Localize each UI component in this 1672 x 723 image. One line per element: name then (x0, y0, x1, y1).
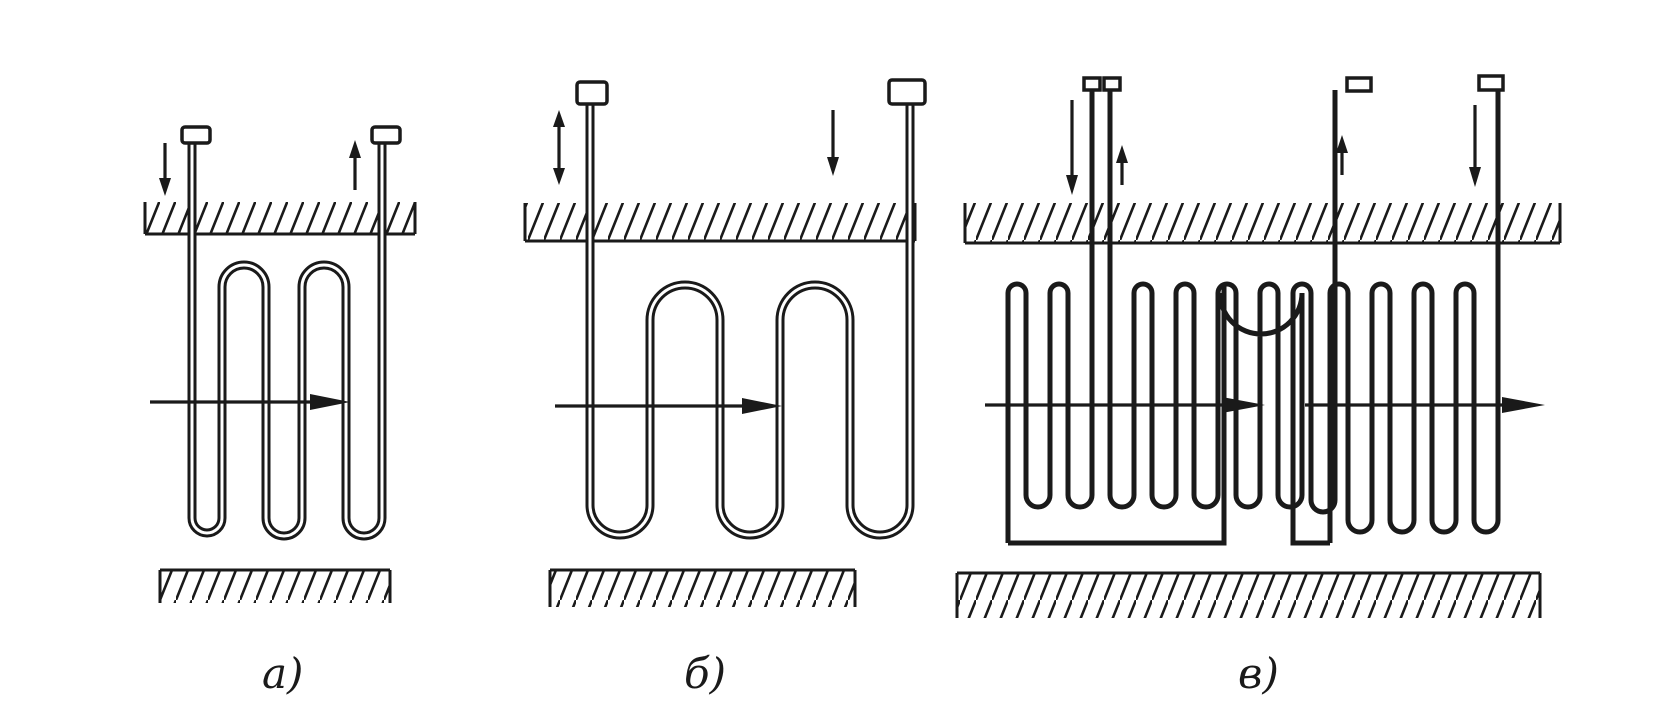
panel-a-coil-tube (187, 135, 387, 541)
panel-a-inlet-arrow (159, 143, 171, 196)
panel-a-top-plate (143, 202, 417, 236)
panel-b-label: б) (684, 649, 726, 698)
panel-a-outlet-cap (370, 125, 402, 145)
panel-c-right-cap-1 (1345, 76, 1373, 93)
panel-b-coil-tube (585, 100, 915, 540)
panel-c-right-coil (1290, 90, 1501, 546)
panel-b-cross-flow-arrow (555, 398, 782, 414)
panel-b-bottom-plate (548, 568, 857, 607)
panel-b-outlet-cap (887, 78, 927, 106)
panel-c-arrow-up-1 (1116, 145, 1128, 185)
panel-b-right-arrow (827, 110, 839, 176)
panel-b: б) (523, 78, 927, 698)
panel-a-outlet-arrow (349, 140, 361, 190)
panel-c-label: в) (1238, 649, 1279, 698)
panel-c-arrow-down-1 (1066, 100, 1078, 195)
panel-a-label: а) (262, 649, 303, 698)
panel-c: в) (955, 74, 1562, 698)
panel-c-left-cap-1 (1082, 76, 1102, 92)
panel-b-inlet-cap (575, 80, 609, 106)
panel-a: а) (143, 125, 417, 698)
panel-c-left-cap-2 (1102, 76, 1122, 92)
panel-c-bottom-plate (955, 571, 1542, 618)
panel-a-inlet-cap (180, 125, 212, 145)
panel-c-cross-flow-arrow-left (985, 397, 1265, 413)
panel-b-left-arrow (553, 110, 565, 185)
panel-c-cross-flow-arrow-right (1305, 397, 1545, 413)
panel-c-arrow-down-2 (1469, 105, 1481, 187)
panel-c-left-coil (1005, 90, 1305, 546)
panel-c-arrow-up-2 (1336, 135, 1348, 175)
panel-a-bottom-plate (158, 568, 392, 603)
panel-c-top-plate (963, 203, 1562, 245)
panel-b-top-plate (523, 203, 917, 243)
panel-c-right-cap-2 (1477, 74, 1505, 92)
panel-a-cross-flow-arrow (150, 394, 350, 410)
